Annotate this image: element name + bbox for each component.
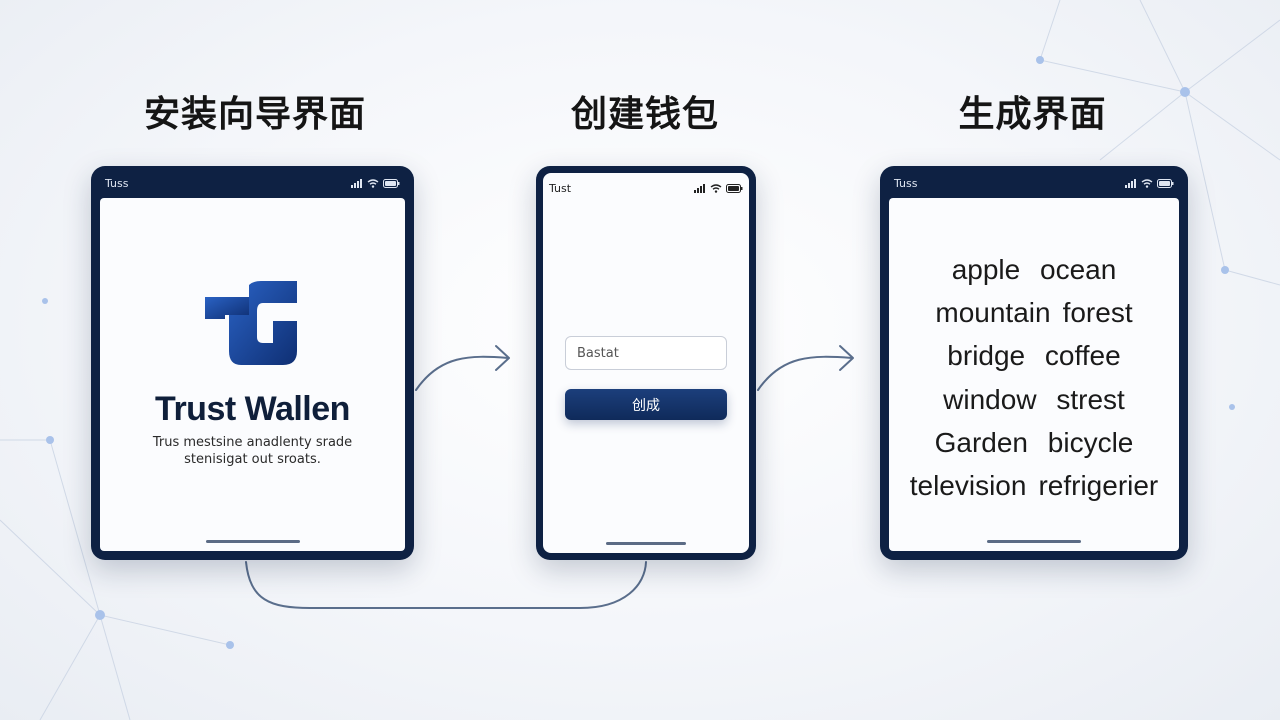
mnemonic-word: forest [1062, 297, 1133, 329]
mnemonic-word: Garden [934, 426, 1029, 458]
word-row: bridge coffee [889, 334, 1179, 377]
status-carrier: Tuss [894, 176, 918, 190]
mnemonic-screen: apple ocean mountain forest bridge coffee… [889, 198, 1179, 551]
mnemonic-word: ocean [1040, 254, 1117, 285]
phone-generate: Tuss apple ocean mountain forest bridge c… [880, 166, 1188, 560]
status-bar: Tuss [888, 172, 1180, 194]
home-indicator[interactable] [987, 540, 1081, 543]
signal-icon [351, 178, 362, 188]
app-description: Trus mestsine anadlenty srade stenisigat… [100, 434, 405, 468]
wifi-icon [367, 178, 379, 188]
step-title-install-wizard: 安装向导界面 [143, 94, 366, 135]
wallet-name-input[interactable] [565, 336, 727, 370]
mnemonic-word: window [943, 383, 1037, 415]
step-title-create-wallet: 创建钱包 [570, 94, 719, 135]
app-description-line-2: stenisigat out sroats. [184, 452, 321, 467]
arrow-right-icon [839, 345, 854, 371]
signal-icon [1125, 178, 1136, 188]
mnemonic-word: bridge [947, 340, 1026, 372]
wifi-icon [1141, 178, 1153, 188]
word-row: window strest [889, 378, 1179, 421]
connector-loop [245, 561, 647, 609]
home-indicator[interactable] [205, 540, 300, 543]
phone-create-wallet: Tust 创成 [536, 166, 756, 560]
mnemonic-word: refrigerier [1038, 469, 1159, 501]
arrow-right-icon [495, 345, 510, 371]
mnemonic-word: strest [1056, 383, 1125, 415]
status-carrier: Tust [549, 181, 572, 195]
phone-install-wizard: Tuss Trust Wallen Trus mestsine anadlent… [91, 166, 414, 560]
wifi-icon [710, 183, 722, 193]
trust-wallet-logo-icon [205, 281, 297, 365]
mnemonic-word: apple [951, 254, 1021, 285]
word-row: mountain forest [889, 291, 1179, 334]
app-name: Trust Wallen [155, 390, 350, 428]
battery-icon [1157, 178, 1174, 188]
install-screen: Trust Wallen Trus mestsine anadlenty sra… [100, 198, 405, 551]
status-carrier: Tuss [105, 176, 129, 190]
mnemonic-word: bicycle [1047, 426, 1134, 458]
word-row: apple ocean [889, 248, 1179, 291]
create-wallet-button[interactable]: 创成 [565, 389, 727, 420]
app-description-line-1: Trus mestsine anadlenty srade [152, 435, 353, 450]
battery-icon [383, 178, 400, 188]
status-bar: Tust [543, 177, 749, 199]
connector-2-to-3 [757, 355, 853, 391]
word-row: television refrigerier [889, 464, 1179, 507]
connector-1-to-2 [415, 355, 509, 391]
step-title-generate: 生成界面 [958, 94, 1107, 135]
create-wallet-screen: Tust 创成 [543, 173, 749, 553]
mnemonic-word: coffee [1044, 340, 1121, 372]
status-bar: Tuss [99, 172, 406, 194]
mnemonic-word: mountain [935, 297, 1051, 329]
mnemonic-word-grid: apple ocean mountain forest bridge coffee… [889, 248, 1179, 507]
home-indicator[interactable] [606, 542, 686, 545]
mnemonic-word: television [909, 469, 1027, 501]
word-row: Garden bicycle [889, 421, 1179, 464]
signal-icon [694, 183, 705, 193]
battery-icon [726, 183, 743, 193]
